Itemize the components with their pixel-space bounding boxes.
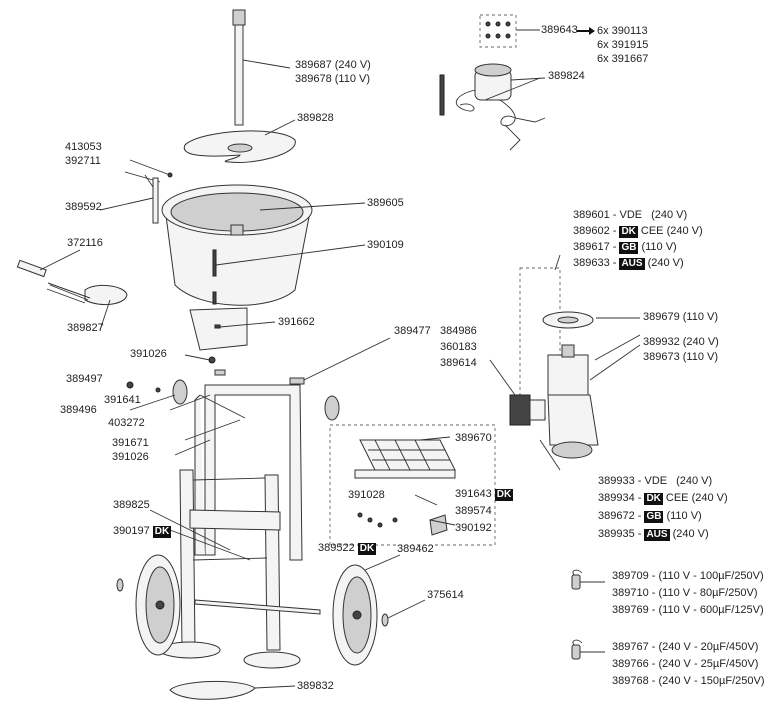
badge-gb: GB xyxy=(619,241,639,254)
label-413053: 413053 xyxy=(65,141,102,153)
label-389522: 389522 xyxy=(318,542,355,554)
part-389687-shaft xyxy=(232,9,291,126)
part-motor xyxy=(489,254,641,471)
label-403272: 403272 xyxy=(108,417,145,429)
label-389670: 389670 xyxy=(455,432,492,444)
part-capacitor-2 xyxy=(571,639,605,660)
label-390197: 390197 xyxy=(113,525,150,537)
part-389827-shovel xyxy=(16,249,128,331)
label-391643: 391643 xyxy=(455,488,492,500)
label-389769: 389769 - (110 V - 600µF/125V) xyxy=(612,604,764,616)
right-small-wheel xyxy=(324,395,340,421)
label-389592: 389592 xyxy=(65,201,102,213)
label-6x-391915: 6x 391915 xyxy=(597,39,649,51)
badge-dk: DK xyxy=(152,525,172,538)
label-389673: 389673 (110 V) xyxy=(643,351,719,363)
label-392711: 392711 xyxy=(65,155,101,167)
label-389828: 389828 xyxy=(297,112,334,124)
label-389710: 389710 - (110 V - 80µF/250V) xyxy=(612,587,758,599)
part-389643-screw-kit xyxy=(479,14,540,48)
label-391026-top: 391026 xyxy=(130,348,167,360)
part-389462-wheel-right xyxy=(332,554,426,666)
label-389824: 389824 xyxy=(548,70,585,82)
badge-aus: AUS xyxy=(619,257,645,270)
label-389574: 389574 xyxy=(455,505,492,517)
label-389766: 389766 - (240 V - 25µF/450V) xyxy=(612,658,759,670)
part-413053-pin xyxy=(124,159,173,191)
part-389825-wheel-left xyxy=(116,554,181,656)
label-391026-bottom: 391026 xyxy=(112,451,149,463)
badge-aus: AUS xyxy=(644,528,670,541)
part-389605-drum xyxy=(161,184,366,306)
small-plate xyxy=(214,369,226,376)
part-389592-bracket xyxy=(99,177,159,224)
label-360183: 360183 xyxy=(440,341,477,353)
label-389477: 389477 xyxy=(394,325,431,337)
label-389827: 389827 xyxy=(67,322,104,334)
badge-dk: DK xyxy=(494,488,514,501)
motor-bottom-row-2: 389672 - GB (110 V) xyxy=(598,510,702,523)
part-389828-lid xyxy=(183,119,296,164)
label-389832: 389832 xyxy=(297,680,334,692)
label-389709: 389709 - (110 V - 100µF/250V) xyxy=(612,570,764,582)
part-389477-plate xyxy=(289,377,305,385)
label-389932: 389932 (240 V) xyxy=(643,336,719,348)
label-391028: 391028 xyxy=(348,489,385,501)
label-384986: 384986 xyxy=(440,325,477,337)
label-372116: 372116 xyxy=(67,237,103,249)
part-389496-wheel xyxy=(126,379,188,411)
label-389687: 389687 (240 V) xyxy=(295,59,371,71)
part-389824-clamp xyxy=(439,63,546,151)
badge-dk: DK xyxy=(644,492,663,505)
motor-top-row-0: 389601 - VDE(240 V) xyxy=(573,209,688,221)
label-390109: 390109 xyxy=(367,239,404,251)
motor-bottom-row-3: 389935 - AUS (240 V) xyxy=(598,528,709,541)
motor-top-row-1: 389602 - DK CEE (240 V) xyxy=(573,225,703,238)
label-6x-390113: 6x 390113 xyxy=(597,25,648,37)
label-375614: 375614 xyxy=(427,589,464,601)
label-391662: 391662 xyxy=(278,316,315,328)
axle xyxy=(194,599,321,615)
label-389614: 389614 xyxy=(440,357,477,369)
drum-bolt xyxy=(212,291,217,305)
part-390109-bolt xyxy=(212,244,366,277)
badge-dk: DK xyxy=(619,225,638,238)
motor-bottom-row-0: 389933 - VDE(240 V) xyxy=(598,475,713,487)
label-389605: 389605 xyxy=(367,197,404,209)
arrow-icon xyxy=(577,27,595,35)
label-389497: 389497 xyxy=(66,373,103,385)
motor-top-row-3: 389633 - AUS (240 V) xyxy=(573,257,684,270)
label-391643-row: 391643 DK xyxy=(455,488,514,501)
badge-dk: DK xyxy=(357,542,377,555)
label-389462: 389462 xyxy=(397,543,434,555)
label-391671: 391671 xyxy=(112,437,149,449)
label-389643: 389643 xyxy=(541,24,578,36)
part-389832-handle xyxy=(169,681,296,700)
label-389825: 389825 xyxy=(113,499,150,511)
badge-gb: GB xyxy=(644,510,664,523)
motor-bottom-row-1: 389934 - DK CEE (240 V) xyxy=(598,492,728,505)
label-389496: 389496 xyxy=(60,404,97,416)
label-389522-row: 389522 DK xyxy=(318,542,377,555)
label-6x-391667: 6x 391667 xyxy=(597,53,649,65)
motor-top-row-2: 389617 - GB (110 V) xyxy=(573,241,677,254)
label-389767: 389767 - (240 V - 20µF/450V) xyxy=(612,641,759,653)
label-389679: 389679 (110 V) xyxy=(643,311,719,323)
part-capacitor-1 xyxy=(571,569,605,590)
label-390192: 390192 xyxy=(455,522,492,534)
label-391641: 391641 xyxy=(104,394,141,406)
label-389678: 389678 (110 V) xyxy=(295,73,371,85)
part-389670-grate-box xyxy=(329,424,496,546)
label-389768: 389768 - (240 V - 150µF/250V) xyxy=(612,675,765,687)
part-391662-chute xyxy=(189,307,276,351)
label-390197-row: 390197 DK xyxy=(113,525,172,538)
